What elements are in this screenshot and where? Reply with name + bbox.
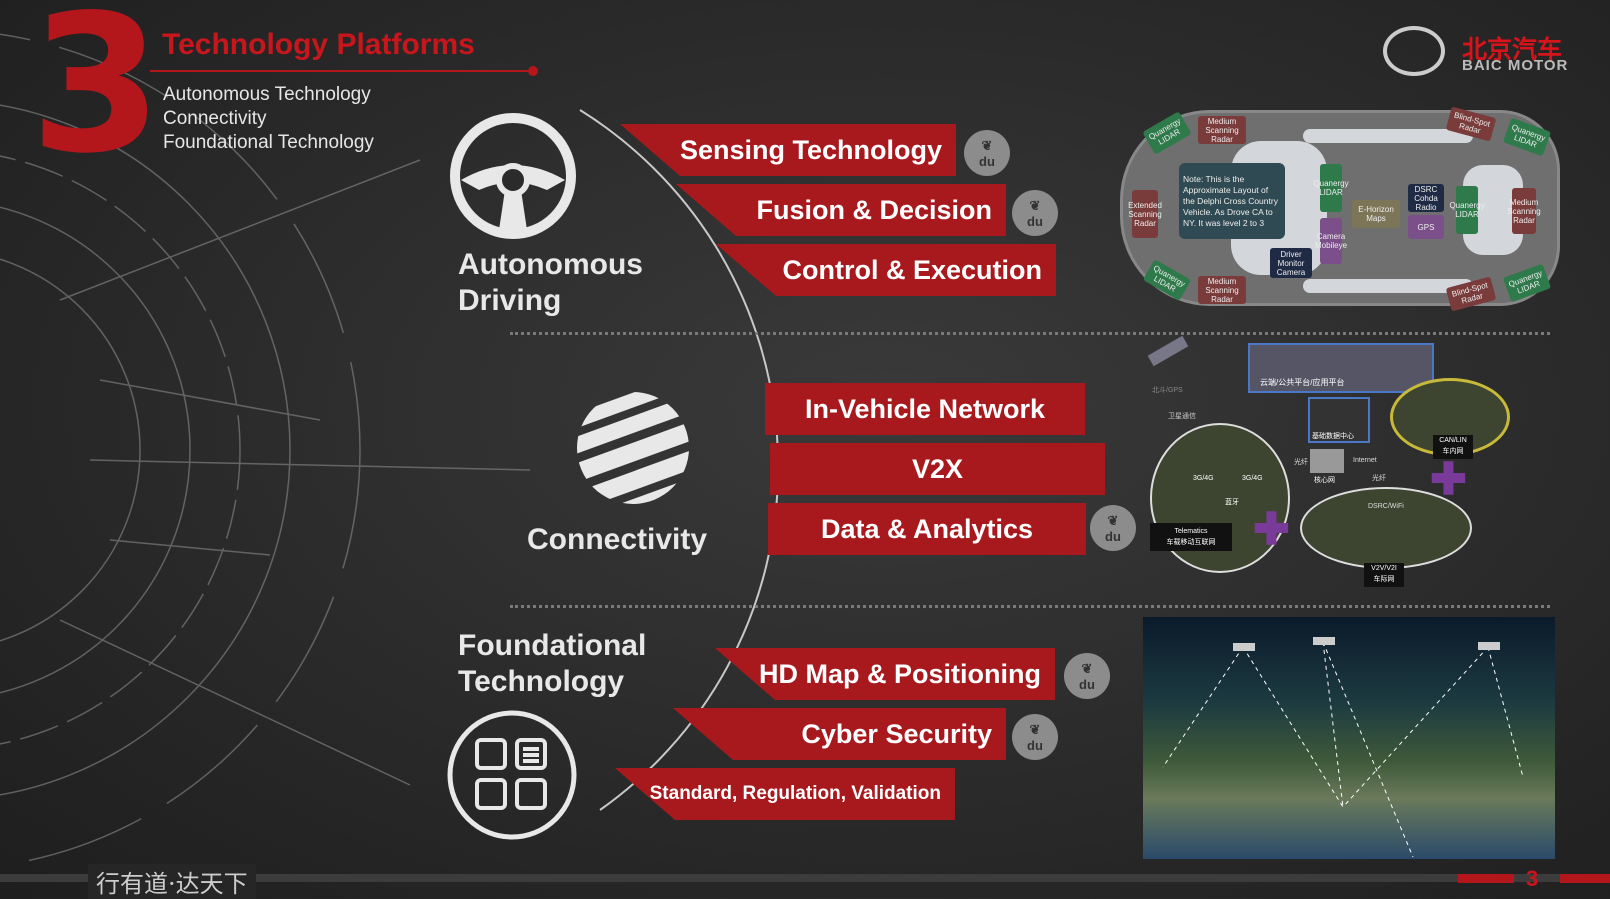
car-label: Quanergy LIDAR bbox=[1449, 186, 1485, 234]
can-cn: 车内网 bbox=[1442, 448, 1464, 455]
cloud-platform-box bbox=[1248, 343, 1434, 393]
car-label: E-Horizon Maps bbox=[1352, 200, 1400, 228]
paw-label: du bbox=[979, 153, 995, 169]
footer-accent bbox=[1560, 874, 1610, 883]
car-label: GPS bbox=[1408, 215, 1444, 239]
v2v-en: V2V/V2I bbox=[1371, 565, 1397, 572]
steering-wheel-icon bbox=[450, 113, 576, 239]
paw-label: du bbox=[1079, 676, 1095, 692]
satellite-icon bbox=[1147, 335, 1189, 367]
car-label: Camera Mobileye bbox=[1315, 218, 1347, 264]
globe-stripes-icon bbox=[577, 392, 689, 504]
fiber-label: 光纤 bbox=[1372, 475, 1386, 482]
cell-label: 3G/4G bbox=[1242, 475, 1263, 482]
connectivity-title: Connectivity bbox=[527, 523, 708, 556]
paw-label: du bbox=[1027, 213, 1043, 229]
banner-v2x[interactable]: V2X bbox=[770, 443, 1105, 495]
banner-sensing-technology[interactable]: Sensing Technology bbox=[620, 124, 956, 176]
banner-hd-map-positioning[interactable]: HD Map & Positioning bbox=[715, 648, 1055, 700]
plus-icon: ✚ bbox=[1253, 505, 1290, 554]
car-label: Extended Scanning Radar bbox=[1128, 190, 1162, 238]
banner-control-execution[interactable]: Control & Execution bbox=[716, 244, 1056, 296]
satellite-links bbox=[1162, 637, 1524, 858]
car-label: Medium Scanning Radar bbox=[1198, 116, 1246, 144]
telematics-label: Telematics 车载移动互联网 bbox=[1150, 523, 1232, 551]
banner-data-analytics[interactable]: Data & Analytics bbox=[768, 503, 1086, 555]
cell-label: 3G/4G bbox=[1193, 475, 1214, 482]
foundational-title-line1: Foundational bbox=[458, 629, 647, 662]
page-number: 3 bbox=[1526, 866, 1539, 891]
banner-cyber-security[interactable]: Cyber Security bbox=[673, 708, 1006, 760]
subtitle-connectivity: Connectivity bbox=[163, 108, 267, 129]
car-label: Medium Scanning Radar bbox=[1507, 188, 1541, 234]
title-underline bbox=[150, 70, 532, 72]
connectivity-diagram: 云端/公共平台/应用平台 基础数据中心 北斗/GPS 卫星通信 3G/4G 3G… bbox=[1110, 335, 1530, 595]
car-label: DSRC Cohda Radio bbox=[1408, 184, 1444, 212]
paw-icon: ❦du bbox=[1012, 714, 1058, 760]
foundational-title-line2: Technology bbox=[458, 665, 625, 698]
section-divider bbox=[510, 332, 1550, 335]
slide-number-large: 3 bbox=[30, 0, 163, 195]
paw-label: du bbox=[1027, 737, 1043, 753]
cloud-platform-label: 云端/公共平台/应用平台 bbox=[1260, 378, 1345, 387]
footer-accent bbox=[1458, 874, 1514, 883]
datacenter-box bbox=[1308, 397, 1370, 443]
satellite-label: 北斗/GPS bbox=[1152, 387, 1183, 394]
baic-logo-icon bbox=[1383, 26, 1445, 76]
telematics-en: Telematics bbox=[1174, 528, 1208, 535]
telematics-cn: 车载移动互联网 bbox=[1166, 539, 1216, 546]
footer-slogan: 行有道·达天下 bbox=[88, 864, 256, 899]
v2v-cn: 车际网 bbox=[1373, 576, 1395, 583]
paw-icon: ❦du bbox=[1064, 653, 1110, 699]
internet-label: Internet bbox=[1353, 457, 1377, 464]
app-grid-icon bbox=[447, 710, 577, 840]
satellite-positioning-image bbox=[1143, 617, 1555, 859]
core-network-icon bbox=[1310, 449, 1344, 473]
car-note: Note: This is the Approximate Layout of … bbox=[1179, 163, 1285, 239]
paw-label: du bbox=[1105, 528, 1121, 544]
paw-icon: ❦du bbox=[964, 130, 1010, 176]
paw-icon: ❦du bbox=[1090, 505, 1136, 551]
datacenter-label: 基础数据中心 bbox=[1312, 433, 1354, 440]
fiber-label: 光纤 bbox=[1294, 459, 1308, 466]
bluetooth-label: 蓝牙 bbox=[1225, 499, 1239, 506]
banner-standard-regulation-validation[interactable]: Standard, Regulation, Validation bbox=[615, 768, 955, 820]
footer-bar bbox=[0, 874, 1610, 882]
subtitle-foundational: Foundational Technology bbox=[163, 132, 374, 153]
car-label: Quanergy LIDAR bbox=[1313, 164, 1349, 212]
can-en: CAN/LIN bbox=[1439, 437, 1467, 444]
section-divider bbox=[510, 605, 1550, 608]
paw-icon: ❦du bbox=[1012, 190, 1058, 236]
v2v-label: V2V/V2I 车际网 bbox=[1364, 563, 1404, 587]
banner-fusion-decision[interactable]: Fusion & Decision bbox=[676, 184, 1006, 236]
banner-in-vehicle-network[interactable]: In-Vehicle Network bbox=[765, 383, 1085, 435]
slide-title: Technology Platforms bbox=[162, 28, 475, 61]
car-label: Medium Scanning Radar bbox=[1198, 276, 1246, 304]
autonomous-title-line2: Driving bbox=[458, 284, 562, 317]
logo-cn: 北京汽车 bbox=[1462, 36, 1563, 64]
subtitle-autonomous: Autonomous Technology bbox=[163, 84, 371, 105]
title-underline-dot bbox=[528, 66, 538, 76]
dsrc-label: DSRC/WiFi bbox=[1368, 503, 1404, 510]
can-lin-label: CAN/LIN 车内网 bbox=[1433, 435, 1473, 459]
car-label: Driver Monitor Camera bbox=[1270, 248, 1312, 278]
car-window bbox=[1303, 279, 1473, 293]
logo-en: BAIC MOTOR bbox=[1462, 57, 1569, 74]
plus-icon: ✚ bbox=[1430, 455, 1467, 504]
autonomous-title-line1: Autonomous bbox=[458, 248, 643, 281]
car-window bbox=[1303, 129, 1473, 143]
sat-link-label: 卫星通信 bbox=[1168, 413, 1196, 420]
core-network-label: 核心网 bbox=[1314, 477, 1335, 484]
